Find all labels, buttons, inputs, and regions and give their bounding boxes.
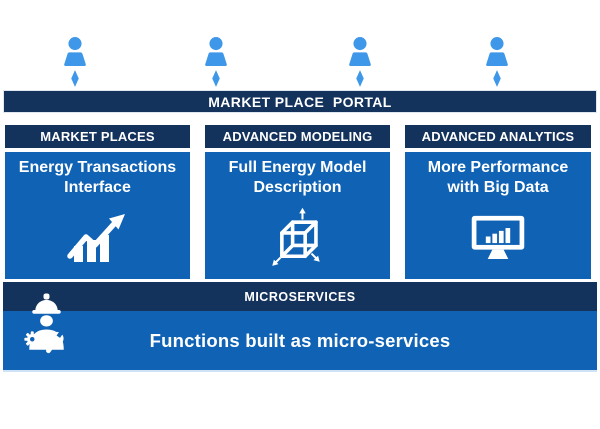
down-diamond-arrow-icon [493,70,501,87]
microservices-header-bar: MICROSERVICES [3,282,597,311]
column-market-places: MARKET PLACES Energy Transactions Interf… [5,125,190,279]
user-icon [64,37,86,66]
column-header: ADVANCED MODELING [205,125,390,148]
user-group-2 [201,37,231,87]
down-diamond-arrow-icon [212,70,220,87]
column-title: More Performance with Big Data [427,159,569,197]
user-group-1 [60,37,90,87]
engineer-gear-wrench-icon [24,292,69,355]
portal-bar-label: MARKET PLACE PORTAL [208,93,392,110]
portal-bar: MARKET PLACE PORTAL [3,90,597,113]
column-header-label: ADVANCED MODELING [222,129,373,144]
column-body: Energy Transactions Interface [5,152,190,279]
column-title: Energy Transactions Interface [18,159,177,197]
user-group-4 [482,37,512,87]
user-group-3 [345,37,375,87]
column-header: MARKET PLACES [5,125,190,148]
column-title: Full Energy Model Description [228,159,367,197]
column-advanced-analytics: ADVANCED ANALYTICS More Performance with… [405,125,591,279]
down-diamond-arrow-icon [71,70,79,87]
monitor-bar-chart-icon [468,199,528,279]
column-header: ADVANCED ANALYTICS [405,125,591,148]
microservices-body: Functions built as micro-services [3,311,597,372]
cube-3d-axes-icon [268,199,327,279]
microservices-header-label: MICROSERVICES [244,289,356,304]
user-icon [205,37,227,66]
column-header-label: ADVANCED ANALYTICS [421,129,575,144]
rising-bar-chart-arrow-icon [66,199,129,279]
microservices-body-label: Functions built as micro-services [149,329,451,351]
down-diamond-arrow-icon [356,70,364,87]
column-advanced-modeling: ADVANCED MODELING Full Energy Model Desc… [205,125,390,279]
column-header-label: MARKET PLACES [40,129,155,144]
column-body: Full Energy Model Description [205,152,390,279]
user-icon [349,37,371,66]
column-body: More Performance with Big Data [405,152,591,279]
user-icon [486,37,508,66]
